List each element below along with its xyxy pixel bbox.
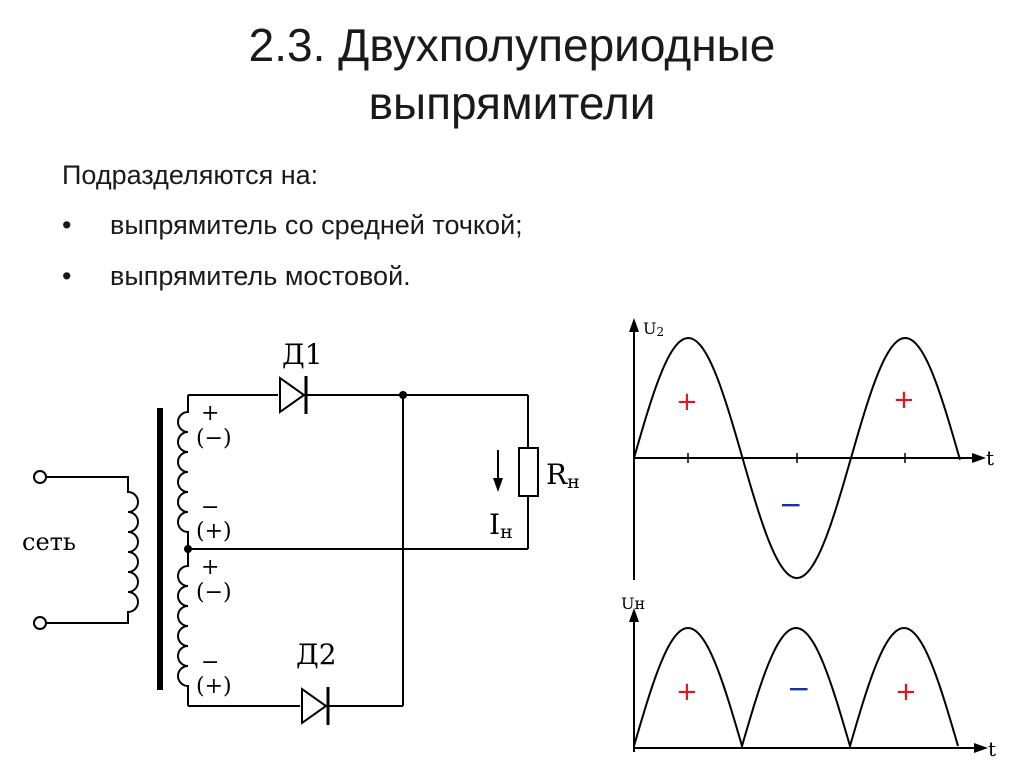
sign-plus: +: [893, 385, 915, 415]
slide-title: 2.3. Двухполупериодные выпрямители: [0, 16, 1024, 132]
title-line-1: 2.3. Двухполупериодные: [248, 19, 776, 71]
graph-un: Uн t + − +: [621, 594, 996, 761]
diode-d1-label: Д1: [282, 338, 323, 371]
sine-wave: [633, 336, 961, 580]
current-arrow: [493, 450, 503, 492]
secondary-winding-lower: [177, 549, 189, 706]
resistor-label: Rн: [546, 458, 580, 493]
sign-plus: +: [895, 677, 917, 707]
graph-u2: U2 t + − +: [629, 318, 994, 580]
polarity-minus: −: [201, 495, 219, 520]
bullet-marker: •: [62, 210, 72, 240]
sign-plus: +: [676, 387, 698, 417]
primary-winding: [46, 476, 139, 624]
polarity-plus-circled: (+): [196, 674, 232, 699]
bullet-item: • выпрямитель мостовой.: [62, 259, 523, 310]
diode-d2-label: Д2: [296, 638, 337, 671]
bullet-marker: •: [62, 261, 72, 291]
sign-minus: −: [779, 488, 802, 521]
current-label: Iн: [489, 508, 513, 543]
terminal-top: [33, 470, 47, 484]
bullet-text: выпрямитель мостовой.: [110, 261, 411, 291]
intro-text: Подразделяются на:: [62, 160, 319, 190]
polarity-plus-circled: (+): [196, 519, 232, 544]
terminal-bottom: [33, 616, 47, 630]
ylabel-u2: U2: [643, 319, 664, 339]
title-line-2: выпрямители: [368, 77, 656, 129]
polarity-plus: +: [201, 401, 219, 426]
network-label: сеть: [22, 528, 76, 556]
secondary-winding-upper: [177, 395, 189, 549]
polarity-plus: +: [201, 555, 219, 580]
rectified-wave: [633, 626, 959, 750]
polarity-minus-circled: (−): [196, 426, 232, 451]
xlabel-t: t: [988, 737, 996, 761]
load-resistor: [518, 447, 539, 497]
bullet-list: • выпрямитель со средней точкой; • выпря…: [62, 208, 523, 310]
bullet-item: • выпрямитель со средней точкой;: [62, 208, 523, 259]
xlabel-t: t: [986, 446, 994, 470]
sign-minus: −: [787, 672, 810, 705]
ylabel-un: Uн: [621, 594, 645, 613]
polarity-minus: −: [201, 650, 219, 675]
diode-d1: [279, 376, 308, 414]
rectifier-circuit: сеть Д1 Rн Iн: [22, 338, 580, 725]
polarity-minus-circled: (−): [196, 580, 232, 605]
bullet-text: выпрямитель со средней точкой;: [110, 210, 523, 240]
sign-plus: +: [676, 677, 698, 707]
diode-d2: [301, 687, 330, 725]
center-tap-node: [184, 545, 192, 553]
